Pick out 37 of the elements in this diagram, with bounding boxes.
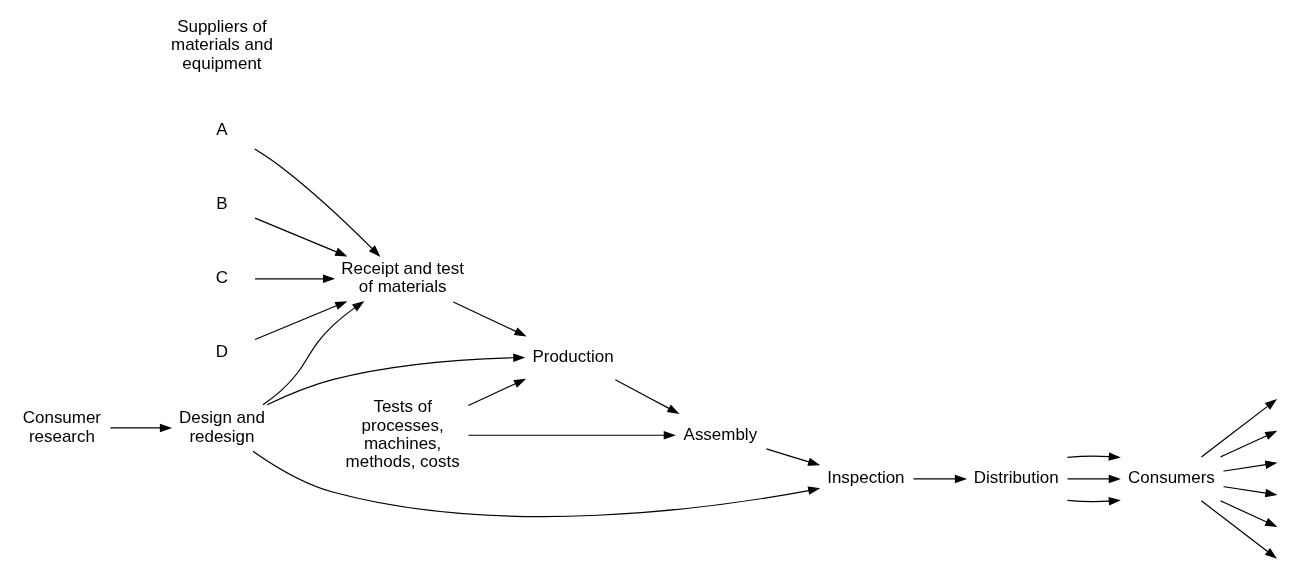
arrow [467,378,527,406]
node-text: Consumer research [22,407,102,446]
arrow [254,274,336,283]
node-text: D [215,341,229,361]
node-text: A [216,119,228,139]
node-text: Assembly [683,424,758,444]
arrow [254,216,348,256]
arrow [254,300,348,340]
node-text: Consumers [1128,467,1215,487]
arrow [614,378,680,414]
node-text: Production [532,346,614,366]
arrow [467,430,676,439]
arrow [1200,398,1278,458]
node-text: Inspection [827,467,905,487]
arrow [1223,485,1278,497]
arrow [266,353,526,405]
arrow [912,474,968,483]
label: Suppliers of materials and equipment [171,16,273,73]
node-text: C [215,267,229,287]
arrow [765,447,821,466]
arrow [1219,430,1278,457]
arrow [109,423,173,432]
arrow [1066,451,1121,461]
arrow [252,450,821,517]
arrow [1066,474,1121,483]
arrow [1200,499,1278,559]
arrow [1066,496,1121,505]
node-text: Distribution [973,467,1059,487]
arrow [1223,460,1278,472]
arrow [254,147,381,257]
arrow [262,300,365,405]
arrow [452,300,527,336]
arrow [1219,499,1278,527]
node-text: Receipt and test of materials [341,258,464,296]
node-text: B [216,193,228,213]
node-text: Design and redesign [179,407,265,446]
node-text: Tests of processes, machines, methods, costs [345,396,460,471]
